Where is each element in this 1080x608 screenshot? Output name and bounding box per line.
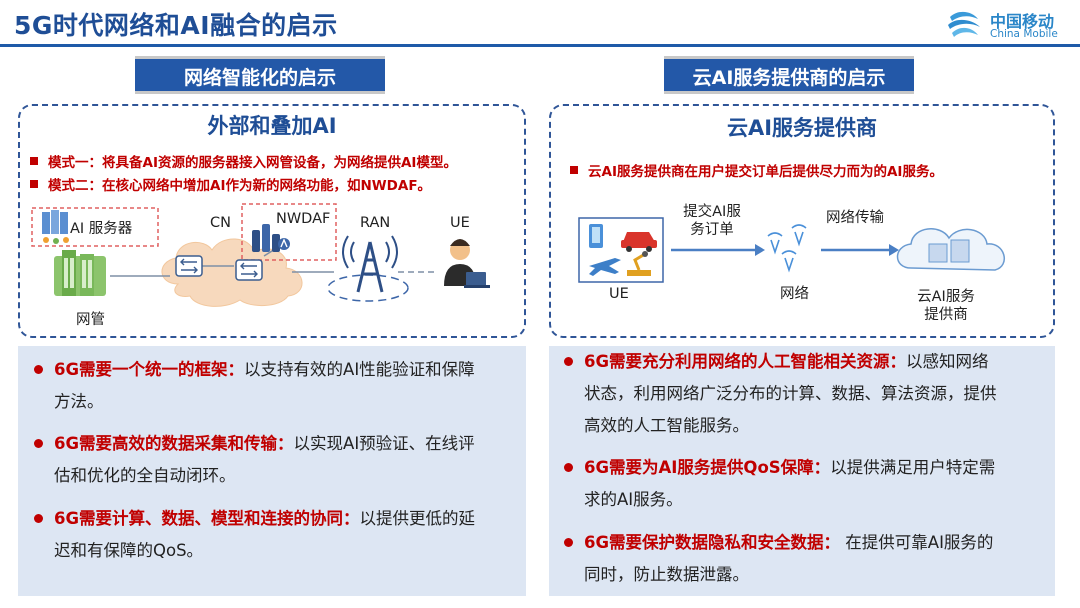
left-box-title: 外部和叠加AI (207, 114, 337, 138)
ran-label: RAN (360, 215, 391, 231)
right-bullet-3-line2: 同时，防止数据泄露。 (584, 565, 749, 584)
nwdaf-icon (252, 224, 290, 252)
bullet-dot-icon (34, 365, 43, 374)
switch-icon-1 (175, 255, 203, 277)
mode-one: 模式一：将具备AI资源的服务器接入网管设备，为网络提供AI模型。 (30, 151, 457, 171)
title-divider (0, 44, 1080, 47)
right-box-title: 云AI服务提供商 (726, 116, 878, 140)
ai-server-icon (42, 210, 69, 244)
cloud-provider-label-line1: 云AI服务 (917, 289, 975, 305)
bullet-dot-icon (564, 357, 573, 366)
left-bullet-2-line2: 估和优化的全自动闭环。 (54, 466, 236, 485)
right-bullet-2-line1: 以提供满足用户特定需 (830, 458, 996, 477)
mode-two: 模式二：在核心网络中增加AI作为新的网络功能，如NWDAF。 (30, 174, 431, 194)
bullet-dot-icon (564, 463, 573, 472)
china-mobile-logo-icon (948, 11, 980, 37)
airplane-icon (589, 258, 621, 276)
cloud-server-icon (896, 228, 1005, 271)
right-bullets-panel (549, 346, 1055, 596)
right-service-diagram (578, 217, 1005, 283)
logo-english-name: China Mobile (990, 28, 1058, 40)
right-bullet-1-line3: 高效的人工智能服务。 (584, 416, 749, 435)
wireless-antenna-icon (767, 224, 807, 273)
right-bullet-3-line1: 在提供可靠AI服务的 (840, 533, 994, 552)
network-transfer-arrowhead (889, 244, 899, 256)
left-network-diagram (31, 203, 490, 307)
right-bullet-1-line2: 状态，利用网络广泛分布的计算、数据、算法资源，提供 (584, 384, 997, 403)
network-management-building-icon (54, 250, 106, 296)
mode-one-text: 模式一：将具备AI资源的服务器接入网管设备，为网络提供AI模型。 (48, 155, 457, 171)
left-bullet-3: 6G需要计算、数据、模型和连接的协同：以提供更低的延 迟和有保障的QoS。 (34, 503, 516, 567)
smartphone-icon (589, 224, 603, 248)
bullet-dot-icon (564, 538, 573, 547)
square-bullet-icon (30, 157, 38, 165)
right-bullet-1-line1: 以感知网络 (906, 352, 989, 371)
left-bullet-1: 6G需要一个统一的框架：以支持有效的AI性能验证和保障 方法。 (34, 354, 516, 418)
cloud-ai-description-text: 云AI服务提供商在用户提交订单后提供尽力而为的AI服务。 (588, 164, 943, 180)
user-with-laptop-icon (444, 239, 490, 288)
nwdaf-highlight (241, 203, 337, 261)
car-icon (621, 232, 657, 252)
submit-order-label-line1: 提交AI服 (683, 204, 741, 220)
bullet-dot-icon (34, 514, 43, 523)
mode-two-text: 模式二：在核心网络中增加AI作为新的网络功能，如NWDAF。 (48, 178, 432, 194)
ue-label: UE (450, 215, 470, 231)
nms-label: 网管 (76, 312, 105, 328)
right-bullet-3-highlight: 6G需要保护数据隐私和安全数据： (584, 533, 841, 552)
radio-tower-icon (342, 235, 398, 293)
left-section-header: 网络智能化的启示 (135, 56, 385, 94)
nwdaf-label: NWDAF (276, 211, 331, 227)
logo-name: 中国移动 (990, 12, 1055, 31)
left-bullet-2: 6G需要高效的数据采集和传输：以实现AI预验证、在线评 估和优化的全自动闭环。 (34, 428, 516, 492)
left-bullet-3-line2: 迟和有保障的QoS。 (54, 541, 204, 560)
ai-server-label: AI 服务器 (70, 221, 133, 237)
left-bullet-3-line1: 以提供更低的延 (359, 509, 476, 528)
right-bullet-2-line2: 求的AI服务。 (584, 490, 683, 509)
left-bullet-2-highlight: 6G需要高效的数据采集和传输： (54, 434, 294, 453)
submit-order-label-line2: 务订单 (690, 222, 734, 238)
network-transfer-label: 网络传输 (826, 210, 884, 226)
cn-label: CN (210, 215, 231, 231)
left-bullet-1-line2: 方法。 (54, 392, 104, 411)
submit-order-arrowhead (755, 244, 765, 256)
right-bullet-1-highlight: 6G需要充分利用网络的人工智能相关资源： (584, 352, 907, 371)
right-section-header: 云AI服务提供商的启示 (664, 56, 914, 94)
left-bullets-panel (18, 346, 526, 596)
ran-coverage-ring (327, 274, 409, 302)
cloud-ai-description: 云AI服务提供商在用户提交订单后提供尽力而为的AI服务。 (570, 160, 943, 180)
left-bullet-2-line1: 以实现AI预验证、在线评 (293, 434, 475, 453)
cloud-provider-label-line2: 提供商 (924, 307, 968, 323)
right-bullet-2-highlight: 6G需要为AI服务提供QoS保障： (584, 458, 831, 477)
ai-server-highlight (31, 207, 159, 247)
robot-arm-icon (627, 251, 651, 276)
right-ue-label: UE (609, 286, 629, 302)
square-bullet-icon (570, 166, 578, 174)
network-label: 网络 (780, 286, 809, 302)
cloud-provider-label: 云AI服务 提供商 (906, 288, 986, 324)
bullet-dot-icon (34, 439, 43, 448)
left-bullet-1-line1: 以支持有效的AI性能验证和保障 (244, 360, 475, 379)
right-bullet-3: 6G需要保护数据隐私和安全数据： 在提供可靠AI服务的 同时，防止数据泄露。 (564, 527, 1046, 591)
right-bullet-2: 6G需要为AI服务提供QoS保障：以提供满足用户特定需 求的AI服务。 (564, 452, 1046, 516)
square-bullet-icon (30, 180, 38, 188)
page-title: 5G时代网络和AI融合的启示 (14, 11, 338, 40)
submit-order-label: 提交AI服 务订单 (677, 203, 747, 239)
switch-icon-2 (235, 259, 263, 281)
china-mobile-logo: 中国移动 China Mobile (944, 4, 1074, 46)
left-bullet-3-highlight: 6G需要计算、数据、模型和连接的协同： (54, 509, 360, 528)
right-bullet-1: 6G需要充分利用网络的人工智能相关资源：以感知网络 状态，利用网络广泛分布的计算… (564, 346, 1046, 442)
left-bullet-1-highlight: 6G需要一个统一的框架： (54, 360, 245, 379)
